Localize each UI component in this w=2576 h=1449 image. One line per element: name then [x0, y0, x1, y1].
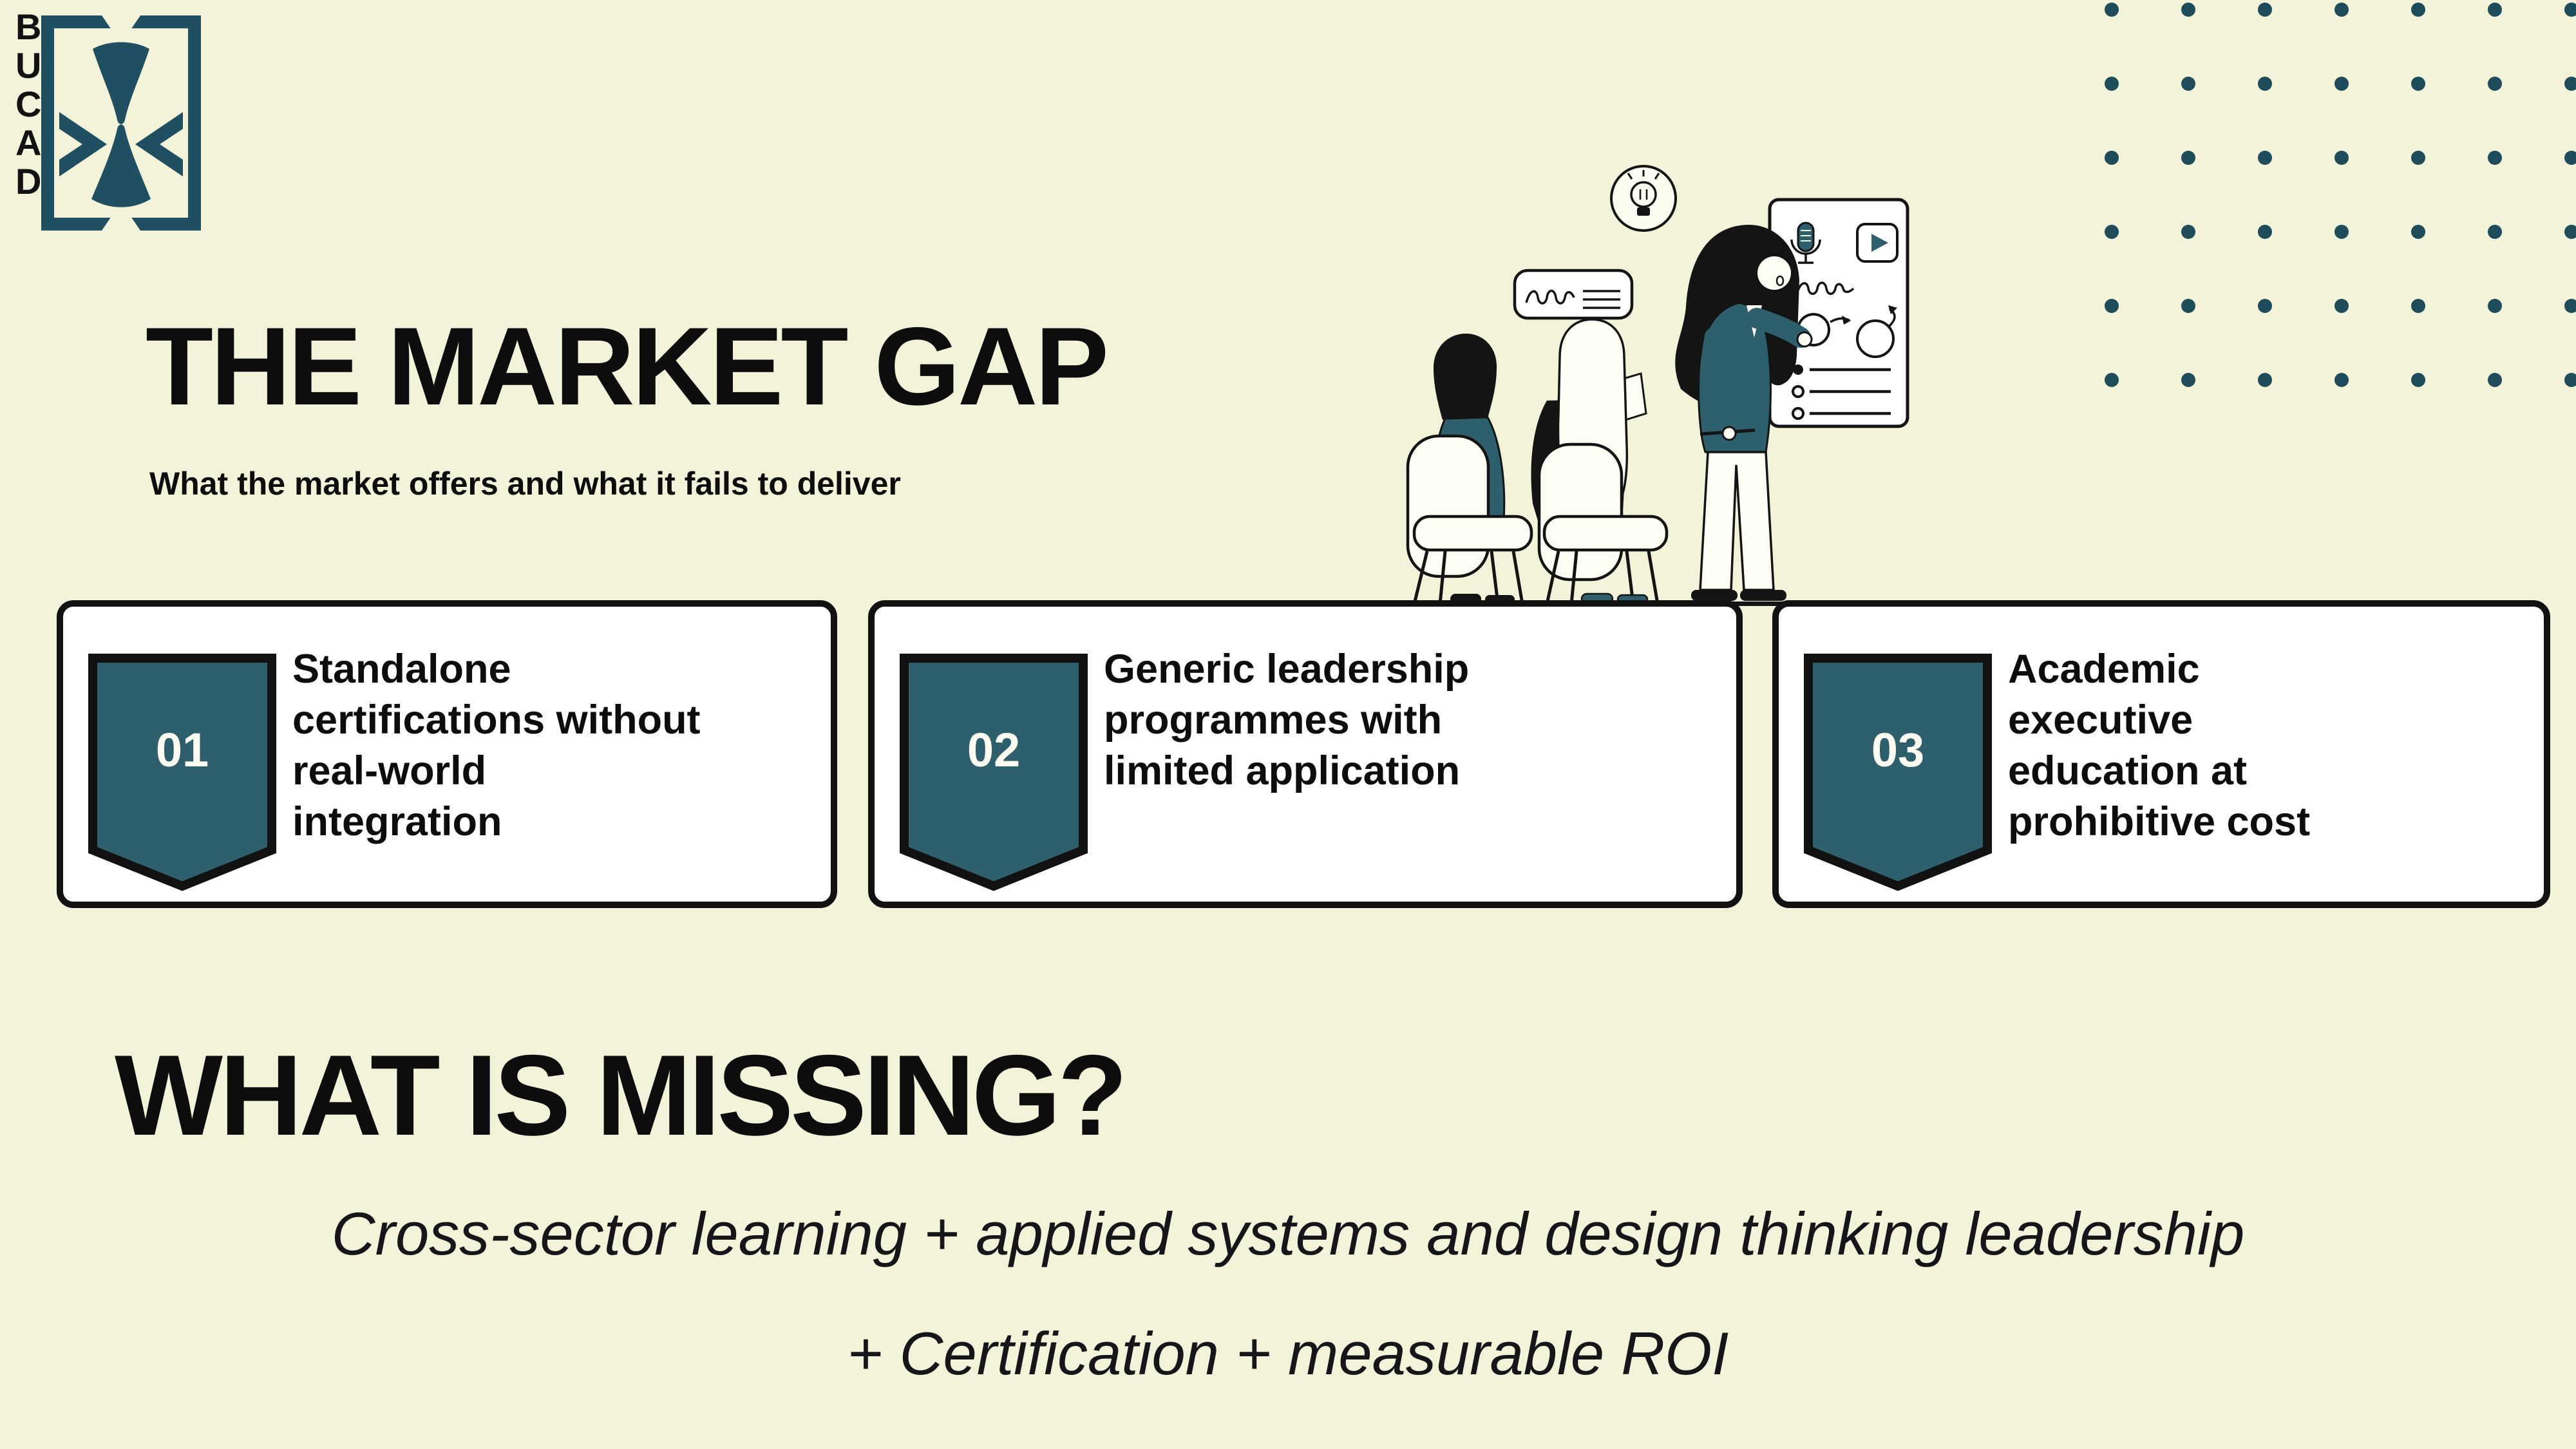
market-gap-card-2: 02 Generic leadership programmes with li…	[868, 600, 1743, 908]
bullet-list	[1792, 365, 1891, 420]
play-button-icon	[1856, 223, 1899, 263]
page-subtitle: What the market offers and what it fails…	[149, 466, 901, 502]
missing-heading: WHAT IS MISSING?	[115, 1031, 1128, 1159]
card-number: 02	[967, 723, 1021, 777]
scribble-line	[1795, 281, 1855, 295]
bucad-logo-icon	[41, 15, 201, 231]
card-text: Generic leadership programmes with limit…	[1104, 647, 1470, 793]
logo-letter: C	[15, 84, 42, 124]
missing-line-1: Cross-sector learning + applied systems …	[331, 1200, 2245, 1267]
presentation-illustration	[1406, 165, 1909, 606]
logo-letter: B	[15, 6, 42, 47]
logo-letter: A	[15, 122, 42, 163]
whiteboard	[1768, 198, 1909, 428]
speech-bubble	[1513, 269, 1634, 320]
number-banner-icon	[900, 654, 1088, 891]
logo-letter: D	[15, 161, 42, 202]
card-number: 03	[1871, 723, 1925, 777]
missing-line-2: + Certification + measurable ROI	[847, 1320, 1729, 1387]
logo-letter: U	[15, 45, 42, 86]
microphone-icon	[1790, 222, 1821, 264]
page-title: THE MARKET GAP	[146, 305, 1109, 428]
presenter	[1654, 224, 1813, 606]
audience-member-1	[1406, 334, 1533, 605]
market-gap-card-3: 03 Academic executive education at prohi…	[1772, 600, 2550, 908]
number-banner-icon	[1804, 654, 1992, 891]
number-banner-icon	[88, 654, 276, 891]
lightbulb-icon	[1610, 165, 1677, 232]
logo-wordmark: B U C A D	[15, 8, 41, 201]
dot-grid-decoration	[2105, 3, 2576, 387]
audience-member-2	[1531, 318, 1669, 605]
card-number: 01	[155, 723, 209, 777]
market-gap-card-1: 01 Standalone certifications without rea…	[57, 600, 837, 908]
card-text: Standalone certifications without real-w…	[292, 647, 701, 844]
card-text: Academic executive education at prohibit…	[2008, 647, 2311, 844]
